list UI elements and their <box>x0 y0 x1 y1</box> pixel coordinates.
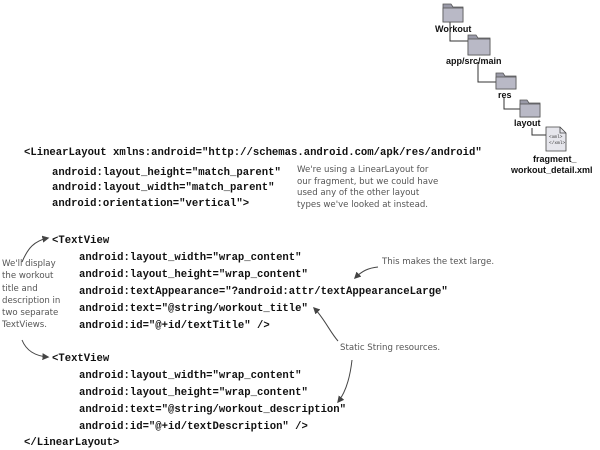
svg-text:<xml>: <xml> <box>549 134 563 140</box>
note-line: We're using a LinearLayout for <box>297 165 429 175</box>
note-line: title and <box>2 283 38 294</box>
note-line: types we've looked at instead. <box>297 199 429 210</box>
code-line: android:text="@string/workout_title" <box>79 303 308 315</box>
code-line: android:id="@+id/textTitle" /> <box>79 320 270 332</box>
code-line: </LinearLayout> <box>24 437 120 449</box>
folder-icon[interactable] <box>442 3 464 23</box>
svg-text:</xml>: </xml> <box>549 140 566 146</box>
code-line: android:layout_width="wrap_content" <box>79 252 302 264</box>
large-text-note: This makes the text large. <box>382 257 495 267</box>
file-label-line2: workout_detail.xml <box>511 165 593 175</box>
code-line: android:orientation="vertical"> <box>52 198 250 210</box>
folder-label-res: res <box>498 90 512 100</box>
code-line: android:text="@string/workout_descriptio… <box>79 404 347 416</box>
note-line: We'll display <box>2 259 56 269</box>
folder-label-workout: Workout <box>435 24 472 34</box>
note-line: used any of the other layout <box>297 188 420 198</box>
code-line: android:textAppearance="?android:attr/te… <box>79 286 448 298</box>
display-note: We'll display the workout title and desc… <box>2 258 60 332</box>
linearlayout-note: We're using a LinearLayout for our fragm… <box>297 165 438 211</box>
xml-file-icon[interactable]: <xml> </xml> <box>545 126 567 152</box>
folder-icon[interactable] <box>495 72 517 90</box>
file-label-line1: fragment_ <box>533 154 577 164</box>
folder-icon[interactable] <box>467 34 491 56</box>
code-line: android:layout_height="wrap_content" <box>79 387 308 399</box>
note-line: our fragment, but we could have <box>297 176 439 187</box>
note-line: two separate <box>2 308 59 319</box>
code-line: android:layout_height="match_parent" <box>52 167 281 179</box>
code-line: android:id="@+id/textDescription" /> <box>79 421 308 433</box>
code-line: <TextView <box>52 353 110 365</box>
note-line: description in <box>2 295 61 306</box>
folder-label-layout: layout <box>514 118 541 128</box>
code-line: android:layout_width="wrap_content" <box>79 370 302 382</box>
static-string-note: Static String resources. <box>340 343 441 353</box>
code-line: android:layout_width="match_parent" <box>52 182 275 194</box>
code-line: <LinearLayout xmlns:android="http://sche… <box>24 147 482 159</box>
folder-label-app-src-main: app/src/main <box>446 56 502 66</box>
code-line: android:layout_height="wrap_content" <box>79 269 308 281</box>
note-line: TextViews. <box>2 320 47 331</box>
note-line: the workout <box>2 271 54 282</box>
code-line: <TextView <box>52 235 110 247</box>
folder-icon[interactable] <box>519 99 541 118</box>
